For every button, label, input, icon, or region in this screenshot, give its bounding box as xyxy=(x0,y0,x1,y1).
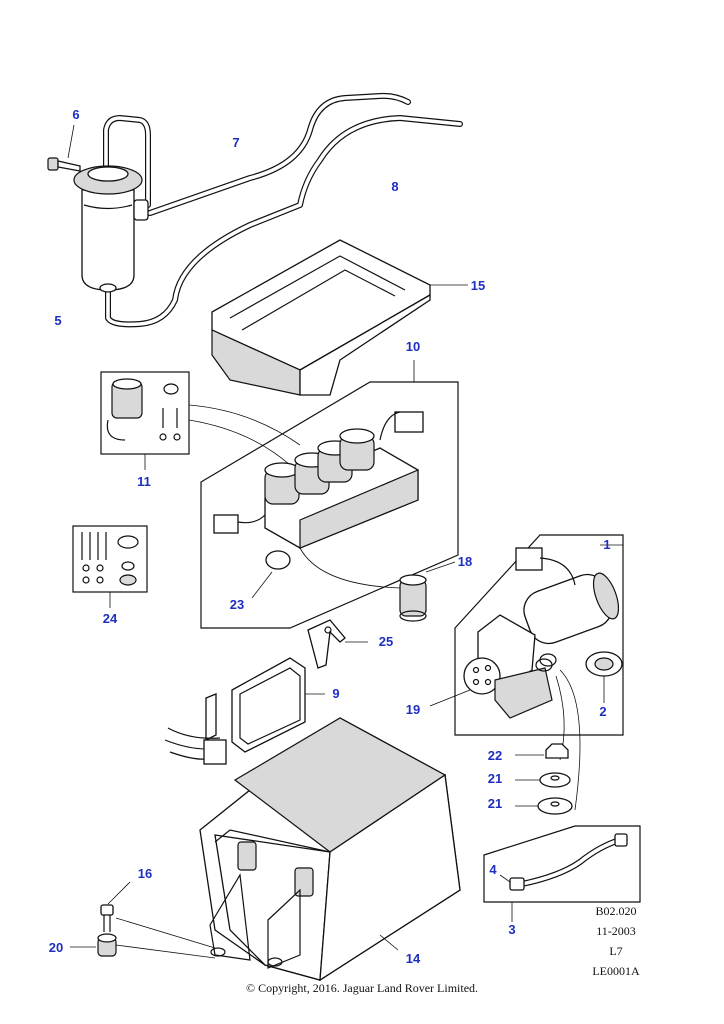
copyright-notice: © Copyright, 2016. Jaguar Land Rover Lim… xyxy=(245,981,479,995)
bolt-16 xyxy=(100,881,131,932)
callout-18: 18 xyxy=(457,554,473,569)
compressor xyxy=(463,547,620,719)
callout-9: 9 xyxy=(332,686,340,701)
washer-21b xyxy=(515,797,573,815)
ref-illustration-id: LE0001A xyxy=(592,964,640,978)
callout-24: 24 xyxy=(102,611,118,626)
air-pipe-8 xyxy=(105,115,463,328)
callout-8: 8 xyxy=(391,179,399,194)
inset-box-3 xyxy=(483,825,641,922)
callout-14: 14 xyxy=(405,951,421,966)
callout-10: 10 xyxy=(405,339,421,354)
callout-4: 4 xyxy=(489,862,497,877)
cover-15 xyxy=(211,239,468,396)
air-pipe-loop xyxy=(103,115,151,208)
callout-15: 15 xyxy=(470,278,486,293)
callout-1: 1 xyxy=(603,537,611,552)
air-dryer xyxy=(73,165,149,293)
ecu-9 xyxy=(164,657,325,765)
valve-block xyxy=(213,411,424,570)
inset-box-11 xyxy=(100,371,301,470)
callout-6: 6 xyxy=(72,107,80,122)
bracket-25 xyxy=(307,619,368,669)
callout-19: 19 xyxy=(405,702,421,717)
callout-3: 3 xyxy=(508,922,516,937)
inset-box-24 xyxy=(72,525,148,608)
mount-20 xyxy=(70,933,117,957)
ref-sheet: L7 xyxy=(609,944,623,958)
callout-5: 5 xyxy=(54,313,62,328)
seal-2 xyxy=(585,651,623,703)
callout-25: 25 xyxy=(378,634,394,649)
ref-code: B02.020 xyxy=(595,904,637,918)
callout-11: 11 xyxy=(137,474,151,489)
bolt-6 xyxy=(47,157,81,172)
callout-23: 23 xyxy=(229,597,245,612)
air-pipe-7 xyxy=(147,92,411,216)
pressure-switch-18 xyxy=(399,561,456,622)
tray-14 xyxy=(199,717,461,982)
callout-21b: 21 xyxy=(487,796,503,811)
nut-22 xyxy=(515,743,569,759)
callout-20: 20 xyxy=(48,940,64,955)
inset-box-1 xyxy=(429,534,624,736)
callout-7: 7 xyxy=(232,135,240,150)
washer-21a xyxy=(515,772,571,788)
inset-box-10 xyxy=(200,360,459,629)
callout-22: 22 xyxy=(487,748,503,763)
ref-date: 11-2003 xyxy=(596,924,636,938)
callout-21a: 21 xyxy=(487,771,503,786)
callout-2: 2 xyxy=(599,704,607,719)
callout-16: 16 xyxy=(137,866,153,881)
